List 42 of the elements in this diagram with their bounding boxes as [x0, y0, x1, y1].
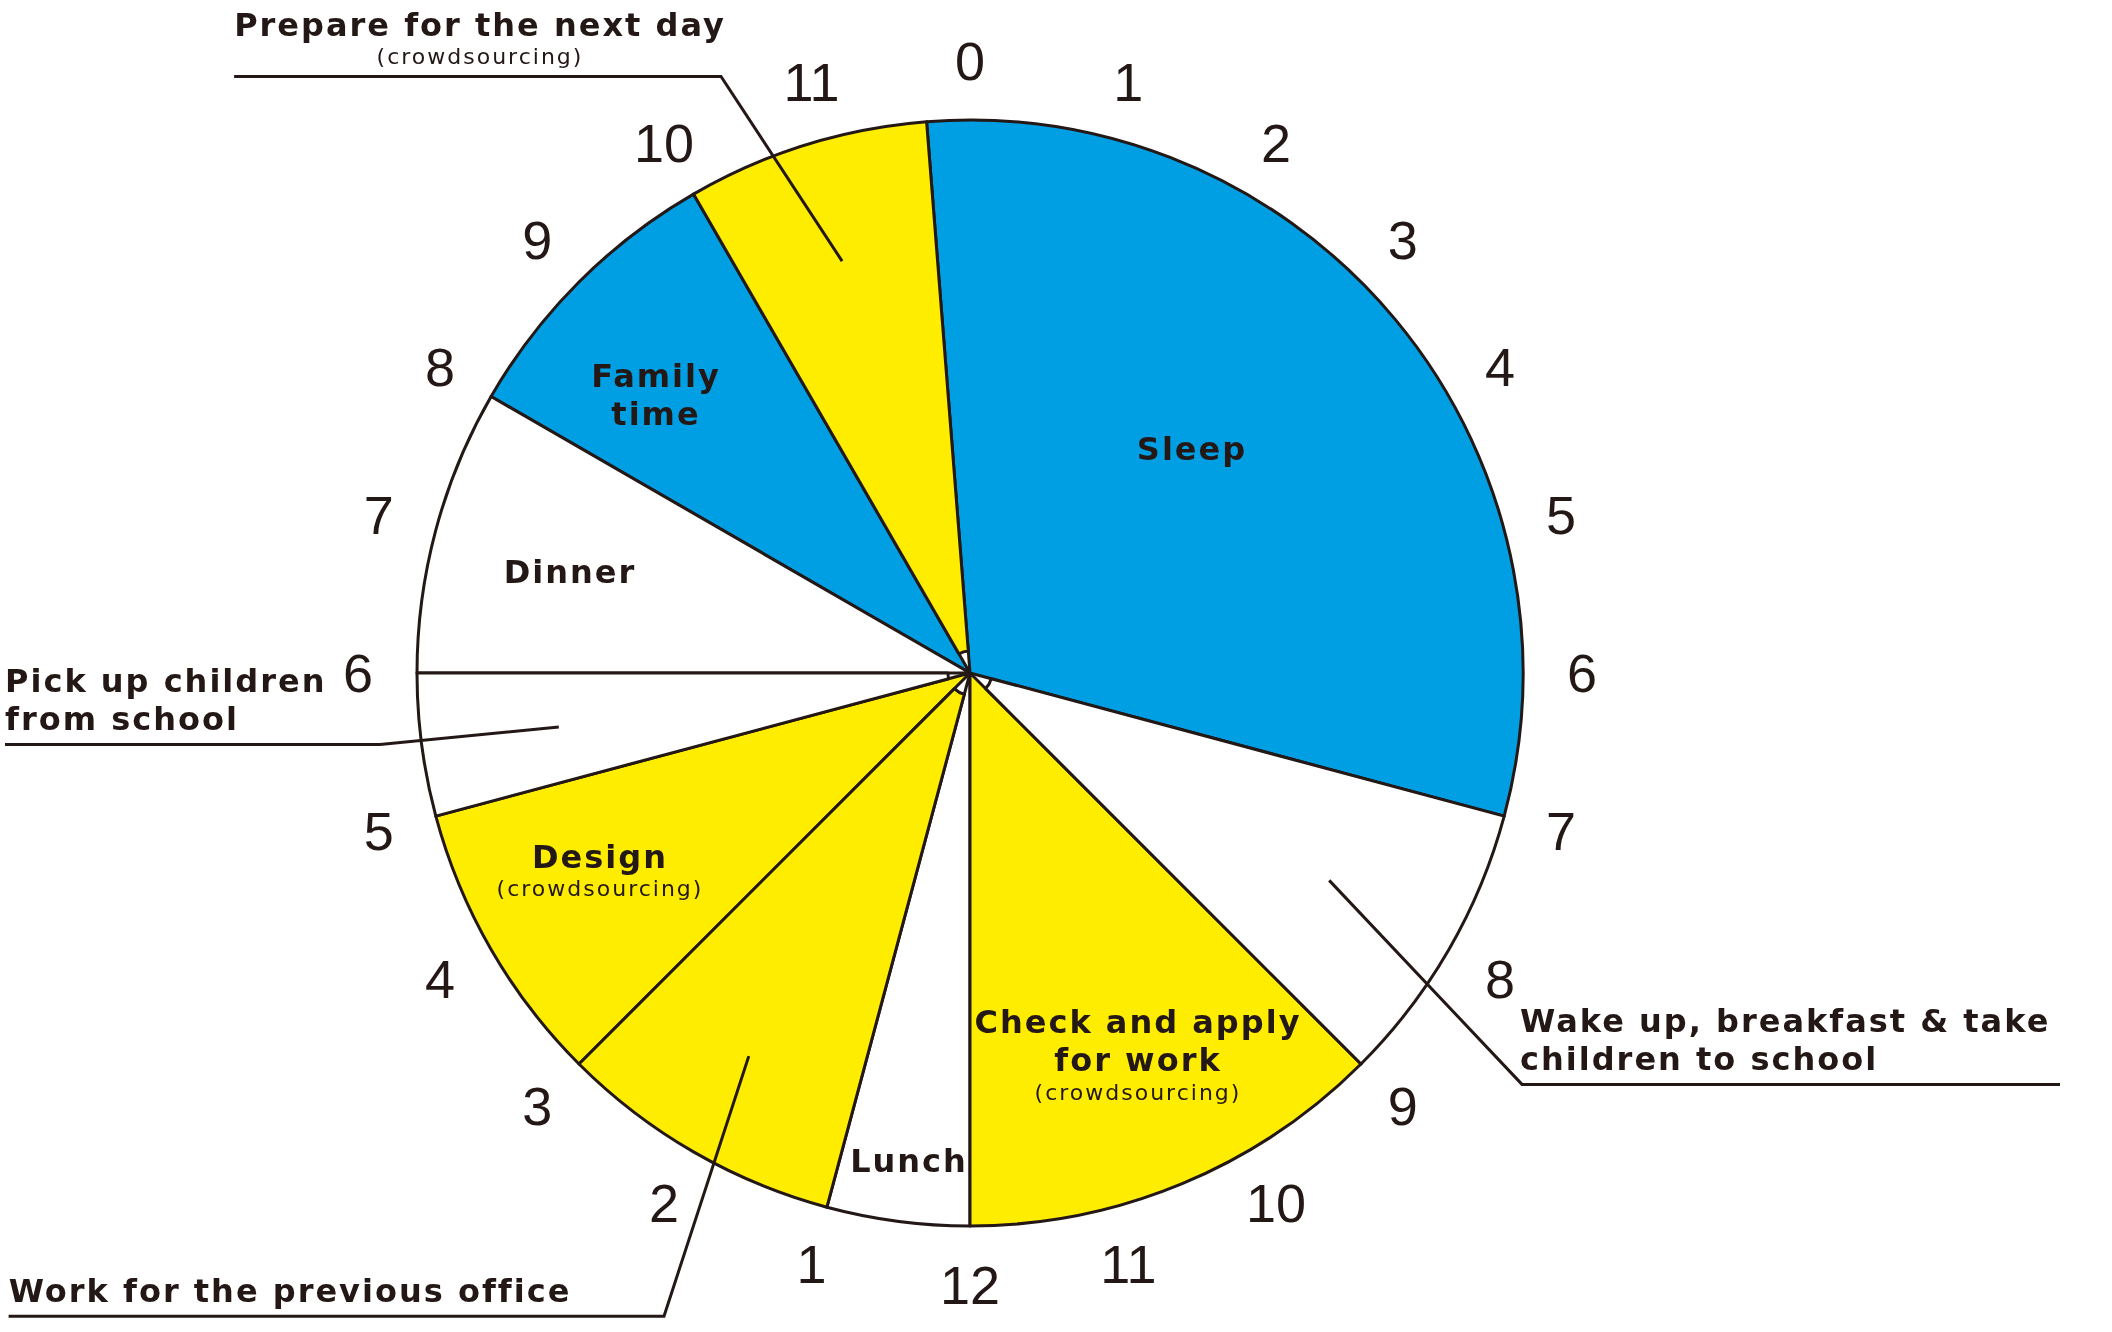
hour-number: 11	[1100, 1233, 1157, 1296]
hour-number: 5	[363, 800, 394, 863]
activity-label: Design	[531, 837, 669, 876]
hour-number: 7	[363, 483, 394, 546]
hour-number: 8	[425, 336, 455, 398]
hour-number: 4	[1485, 336, 1515, 398]
activity-label: Work for the previous office	[8, 1271, 572, 1311]
hour-number: 6	[343, 642, 373, 704]
leader-line	[5, 725, 559, 746]
hour-number: 11	[783, 50, 840, 113]
activity-label: Dinner	[503, 552, 637, 592]
hour-number: 1	[796, 1233, 827, 1296]
hour-number: 3	[1387, 209, 1418, 272]
hour-number: 2	[649, 1172, 679, 1234]
activity-label: Family time	[590, 356, 722, 434]
note-label: (crowdsourcing)	[1033, 1080, 1243, 1107]
hour-number: 10	[1245, 1172, 1307, 1234]
hour-number: 4	[425, 948, 455, 1010]
activity-label: Sleep	[1136, 429, 1248, 469]
note-label: (crowdsourcing)	[496, 876, 704, 903]
activity-label: Lunch	[850, 1141, 968, 1181]
leader-line	[8, 1055, 751, 1318]
leader-line	[234, 74, 844, 262]
hour-number: 9	[1387, 1074, 1418, 1137]
activity-label: Wake up, breakfast & take children to school	[1520, 1001, 2052, 1079]
hour-number: 12	[939, 1254, 1001, 1316]
hour-number: 2	[1261, 112, 1291, 174]
hour-number: 7	[1546, 800, 1577, 863]
hour-number: 1	[1113, 50, 1144, 113]
activity-label: Prepare for the next day	[234, 5, 726, 44]
hour-number: 10	[633, 112, 695, 174]
activity-label: Check and apply for work	[973, 1003, 1303, 1081]
hour-number: 3	[522, 1074, 553, 1137]
hour-number: 8	[1485, 948, 1515, 1010]
activity-label: Pick up children from school	[5, 661, 328, 739]
hour-number: 5	[1546, 483, 1577, 546]
hour-number: 6	[1567, 642, 1597, 704]
hour-number: 9	[522, 209, 553, 272]
leader-line	[1328, 879, 2060, 1086]
pie-slice	[415, 671, 951, 818]
note-label: (crowdsourcing)	[375, 44, 585, 71]
hour-number: 0	[955, 30, 985, 92]
